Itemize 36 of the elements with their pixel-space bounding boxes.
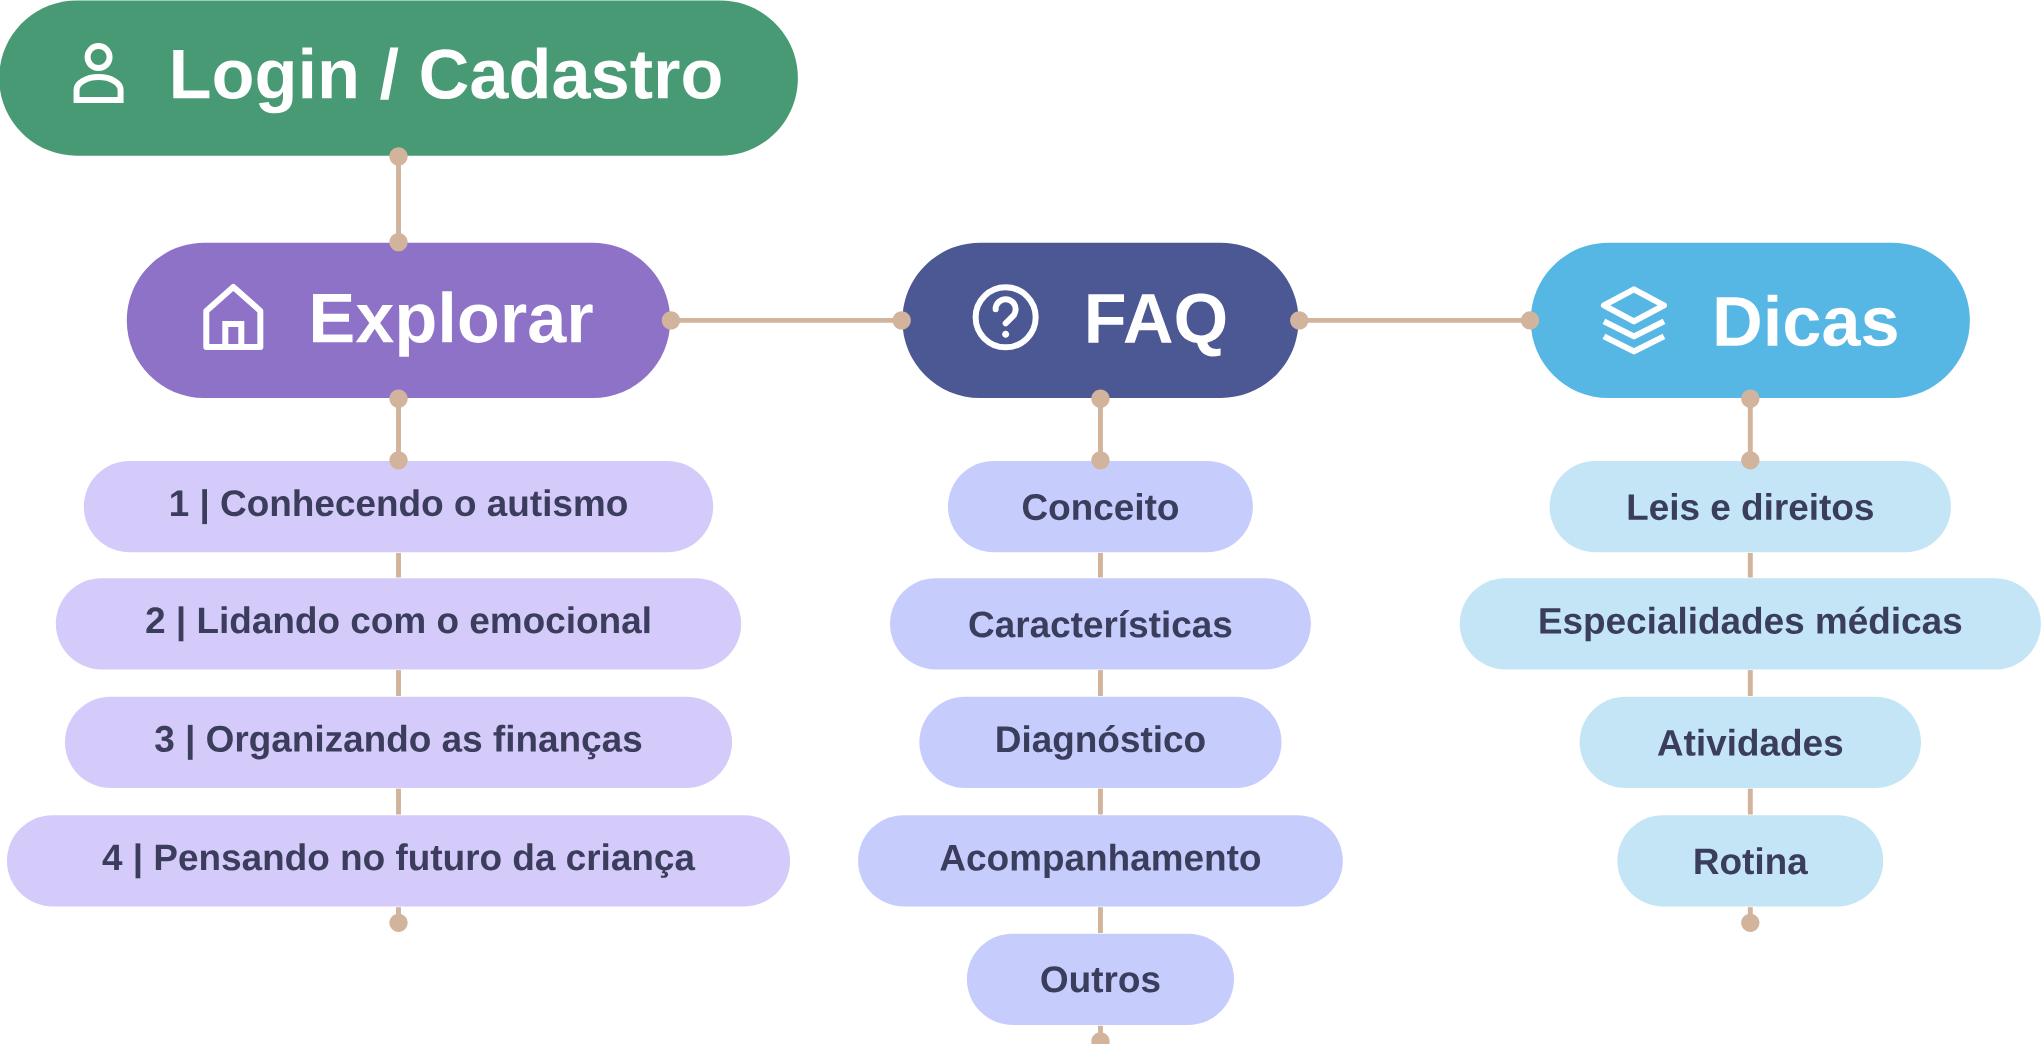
connector: [1098, 788, 1103, 815]
connector: [1091, 389, 1110, 470]
connector: [1741, 906, 1760, 932]
connector: [1091, 1025, 1110, 1044]
header-pill: Explorar: [126, 242, 671, 398]
connector: [389, 389, 408, 470]
topic-pill: Características: [890, 577, 1311, 670]
connector: [1098, 906, 1103, 933]
topic-pill: 4 | Pensando no futuro da criança: [6, 815, 791, 907]
connector: [1098, 669, 1103, 696]
connector: [389, 147, 408, 252]
connector: [661, 311, 911, 330]
header-pill: Dicas: [1530, 242, 1970, 398]
topic-pill: 3 | Organizando as finanças: [64, 696, 733, 788]
connector: [1098, 552, 1103, 578]
topic-pill: Diagnóstico: [919, 696, 1282, 788]
topic-pill: Especialidades médicas: [1459, 577, 2041, 670]
connector: [396, 552, 401, 578]
connector: [1290, 311, 1540, 330]
connector: [389, 906, 408, 932]
connector: [396, 669, 401, 696]
topic-pill: Rotina: [1617, 815, 1884, 907]
connector: [396, 788, 401, 815]
topic-pill: 2 | Lidando com o emocional: [55, 577, 742, 670]
topic-pill: Conceito: [948, 460, 1253, 552]
connector: [1747, 669, 1753, 696]
topic-pill: Atividades: [1579, 696, 1921, 788]
topic-pill: 1 | Conhecendo o autismo: [83, 460, 714, 552]
connector: [1747, 552, 1753, 578]
header-pill: FAQ: [902, 242, 1299, 398]
topic-pill: Acompanhamento: [858, 815, 1343, 907]
topic-pill: Outros: [966, 933, 1234, 1025]
connector: [1747, 788, 1753, 815]
topic-pill: Leis e direitos: [1549, 460, 1951, 552]
header-pill: Login / Cadastro: [0, 0, 798, 156]
connector: [1741, 389, 1760, 470]
